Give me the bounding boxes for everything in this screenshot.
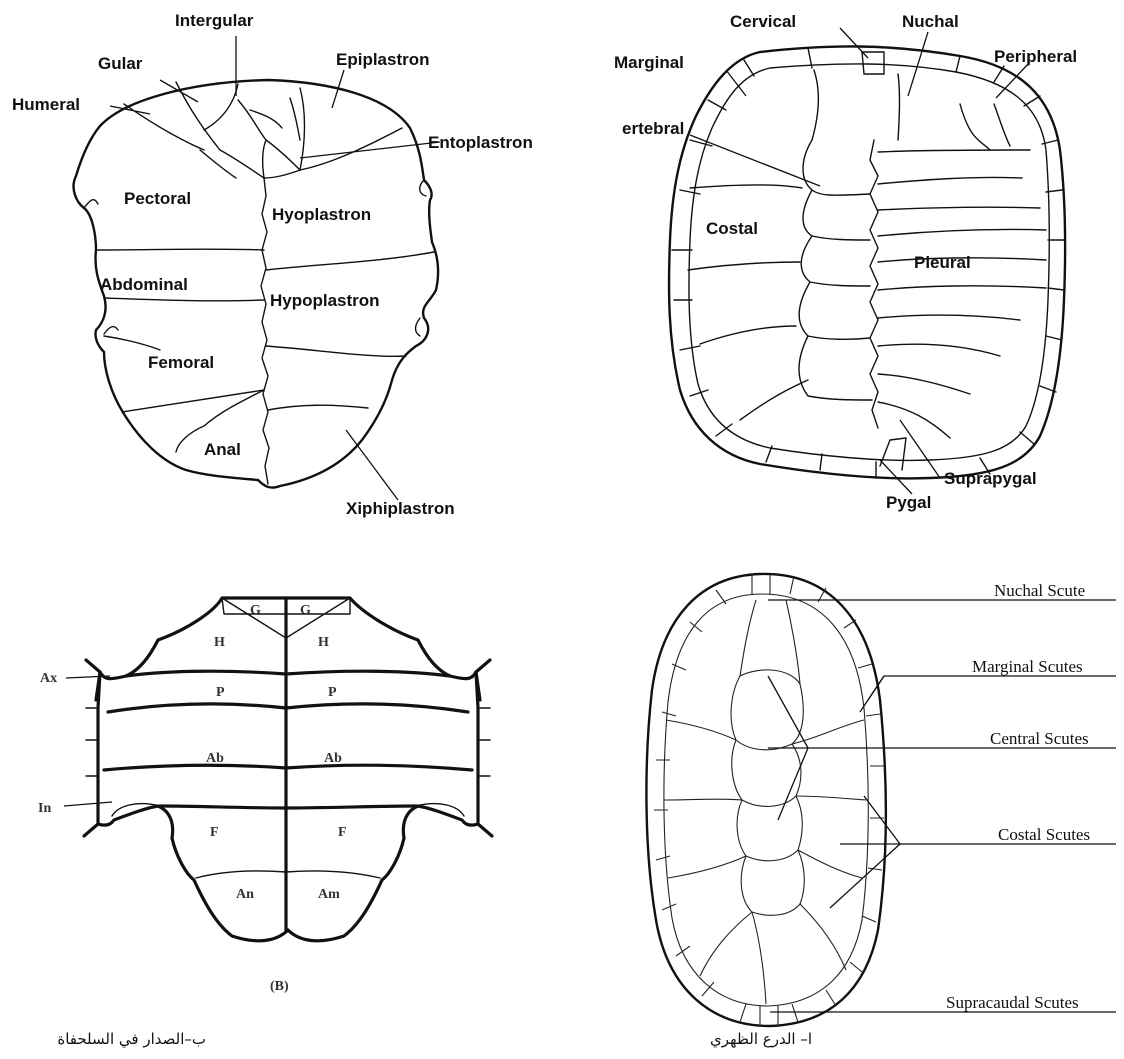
label-costal-scutes: Costal Scutes [998,825,1090,844]
label-central-scutes: Central Scutes [990,729,1089,748]
label-b-h-left: H [214,635,225,650]
label-cervical: Cervical [730,12,796,31]
label-b-f-right: F [338,825,347,840]
label-b-p-right: P [328,685,337,700]
carapace-diagram: Cervical Nuchal Marginal Peripheral erte… [614,12,1077,512]
plastron-midline [261,178,269,484]
label-nuchal-scute: Nuchal Scute [994,581,1085,600]
label-hyoplastron: Hyoplastron [272,205,371,224]
label-pleural: Pleural [914,253,971,272]
caption-right-arabic: ا– الدرع الظهري [710,1030,812,1049]
label-humeral: Humeral [12,95,80,114]
label-vertebral: ertebral [622,119,684,138]
label-epiplastron: Epiplastron [336,50,430,69]
label-b-ab-right: Ab [324,751,342,766]
label-suprapygal: Suprapygal [944,469,1037,488]
label-b-caption: (B) [270,979,289,994]
scutes-diagram: Nuchal Scute Marginal Scutes Central Scu… [646,574,1116,1026]
label-supracaudal-scutes: Supracaudal Scutes [946,993,1079,1012]
label-b-f-left: F [210,825,219,840]
label-marginal: Marginal [614,53,684,72]
label-pygal: Pygal [886,493,931,512]
plastron-diagram: Intergular Gular Epiplastron Humeral Ent… [12,11,533,518]
label-b-ab-left: Ab [206,751,224,766]
label-marginal-scutes: Marginal Scutes [972,657,1083,676]
label-femoral: Femoral [148,353,214,372]
label-costal: Costal [706,219,758,238]
label-b-ax: Ax [40,671,57,686]
label-xiphiplastron: Xiphiplastron [346,499,455,518]
label-anal: Anal [204,440,241,459]
carapace-outline [669,46,1065,478]
label-abdominal: Abdominal [100,275,188,294]
label-b-an: An [236,887,254,902]
label-b-h-right: H [318,635,329,650]
plastron-b-diagram: G G H H P P Ab Ab F F An Am Ax In (B) [38,598,492,994]
label-nuchal-carapace: Nuchal [902,12,959,31]
label-b-am: Am [318,887,340,902]
label-hypoplastron: Hypoplastron [270,291,380,310]
label-b-p-left: P [216,685,225,700]
label-pectoral: Pectoral [124,189,191,208]
label-gular: Gular [98,54,143,73]
label-b-g-left: G [250,603,261,618]
label-b-in: In [38,801,51,816]
label-b-g-right: G [300,603,311,618]
caption-left-arabic: ب–الصدار في السلحفاة [57,1030,206,1049]
label-entoplastron: Entoplastron [428,133,533,152]
label-peripheral: Peripheral [994,47,1077,66]
label-intergular: Intergular [175,11,254,30]
